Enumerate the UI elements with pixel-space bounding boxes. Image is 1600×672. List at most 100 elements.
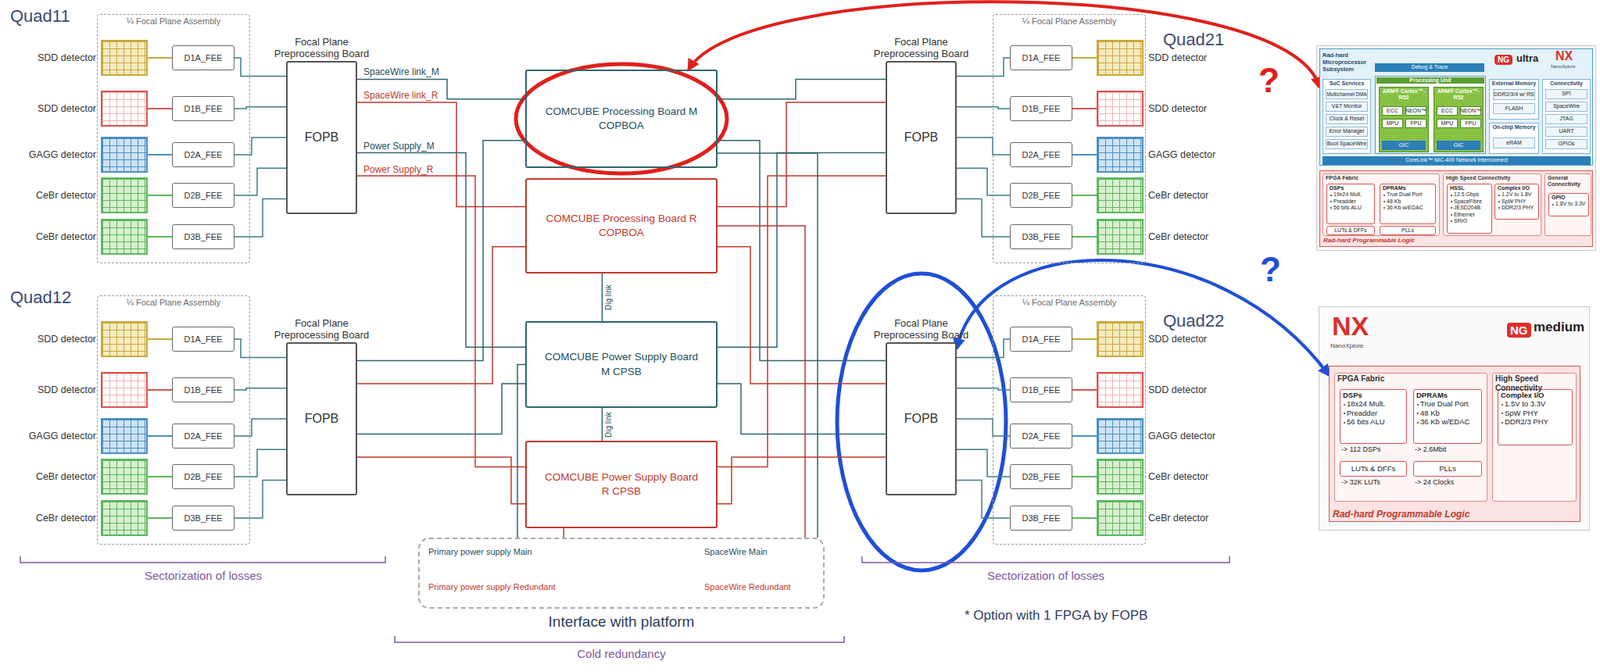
label-text: Power Supply_M: [361, 140, 437, 152]
node-text: ECC: [1386, 107, 1399, 115]
node-text: SDD detector: [37, 333, 97, 345]
fee-box: D1A_FEE: [1009, 45, 1073, 71]
node-text: General Connectivity: [1547, 175, 1589, 189]
cpu-core: ARM® Cortex™-R52ECC NEON™MPU FPU GIC: [1378, 86, 1429, 153]
label-text: Cold redundancy: [576, 647, 666, 661]
block-item: ECC: [1436, 106, 1458, 116]
node-text: FOPB: [304, 130, 340, 145]
block-item: SpaceWire: [1545, 101, 1588, 112]
node-text: FPGA Fabric: [1337, 374, 1485, 384]
node-text: ARM® Cortex™-R52: [1379, 88, 1429, 102]
node-text: CeBr detector: [35, 471, 97, 483]
fee-box: D3B_FEE: [1009, 505, 1073, 531]
connector: [1072, 153, 1097, 156]
node-text: 48 Kb: [1382, 198, 1433, 205]
block-panel: Rad-hard Programmable LogicFPGA FabricDS…: [1319, 170, 1593, 247]
node-text: V&T Monitor: [1331, 103, 1363, 110]
node-text: True Dual Port: [1382, 191, 1433, 198]
node-text: CeBr detector: [35, 189, 97, 201]
fee-box: D1A_FEE: [171, 326, 235, 352]
node-text: JTAG: [1559, 115, 1573, 122]
block-item: Complex I/O1.5V to 3.3VSpW PHYDDR2/3 PHY: [1497, 389, 1573, 446]
connector: [1072, 236, 1097, 238]
node-text: Connectivity: [1542, 80, 1590, 87]
node-text: MPU: [1441, 120, 1454, 127]
connector: [717, 102, 886, 208]
connector: [147, 57, 172, 59]
board-box: Focal Plane Preprocessing BoardFOPB: [885, 342, 957, 496]
board-box: Focal Plane Preprocessing BoardFOPB: [286, 342, 358, 496]
block-group: High Speed ConnectivityComplex I/O1.5V t…: [1492, 372, 1577, 502]
label-text: Quad21: [1163, 29, 1225, 51]
node-text: 36 Kb w/EDAC: [1416, 417, 1479, 426]
detector-icon: GAGG detector: [100, 136, 148, 173]
bus-bar: Debug & Trace: [1374, 63, 1485, 72]
label-text: Sectorization of losses: [987, 569, 1105, 583]
node-text: SpW PHY: [1500, 408, 1570, 418]
node-text: 56 bits ALU: [1342, 417, 1404, 426]
connector: [234, 57, 287, 77]
node-text: FPU: [1410, 120, 1422, 127]
node-text: Error Manager: [1328, 128, 1364, 135]
node-text: D1B_FEE: [184, 103, 223, 114]
label-text: SpaceWire Redundant: [704, 582, 792, 592]
detector-icon: SDD detector: [100, 39, 148, 76]
node-text: D1A_FEE: [184, 53, 223, 63]
node-text: Boot SpaceWire: [1327, 140, 1368, 147]
fee-box: D3B_FEE: [1009, 224, 1073, 250]
node-text: FOPB: [904, 130, 939, 145]
node-text: D2B_FEE: [184, 472, 223, 482]
connector: [717, 457, 886, 505]
node-text: GIC: [1399, 142, 1409, 149]
block-item: NEON™: [1405, 106, 1427, 116]
detector-icon: CeBr detector: [100, 458, 148, 495]
node-text: GAGG detector: [1148, 149, 1216, 161]
label-text: Sectorization of losses: [144, 569, 262, 583]
label-text: ?: [1258, 60, 1280, 101]
node-text: ECC: [1441, 107, 1454, 115]
node-text: SDD detector: [1148, 103, 1207, 115]
fee-box: D2A_FEE: [1009, 142, 1073, 168]
node-text: LUTs & DFFs: [1351, 464, 1396, 473]
node-text: D1B_FEE: [1022, 103, 1061, 114]
node-text: 36 Kb w/EDAC: [1382, 204, 1433, 212]
board-box: COMCUBE Processing Board R COPBOA: [525, 178, 718, 274]
node-text: D3B_FEE: [1022, 232, 1061, 242]
node-text: LUTs & DFFs: [1334, 227, 1368, 234]
block-group: High Speed ConnectivityHSSL12.5 GbpsSpac…: [1442, 173, 1542, 237]
detector-icon: CeBr detector: [1096, 458, 1144, 495]
node-text: On-chip Memory: [1489, 124, 1539, 131]
node-text: High Speed Connectivity: [1446, 175, 1539, 182]
label-text: SpaceWire link_M: [361, 66, 441, 78]
label-text: medium: [1533, 319, 1585, 336]
block-item: PLLs: [1379, 225, 1436, 236]
block-item: PLLs: [1413, 461, 1482, 477]
connector: [956, 339, 1010, 358]
node-text: CoreLink™ NIC-400 Network Interconnect: [1405, 157, 1508, 164]
node-text: COMCUBE Power Supply Board R CPSB: [541, 470, 702, 499]
node-text: NEON™: [1405, 107, 1427, 115]
connector: [147, 107, 172, 110]
node-text: JESD204B: [1449, 204, 1490, 212]
node-text: HSSL: [1449, 185, 1490, 192]
block-item: DPRAMsTrue Dual Port48 Kb36 Kb w/EDAC: [1413, 389, 1482, 444]
detector-icon: SDD detector: [1096, 39, 1144, 76]
connector: [717, 153, 886, 348]
node-text: Interface with platform: [419, 613, 824, 631]
connector: [956, 137, 1010, 155]
node-text: D2A_FEE: [184, 150, 223, 160]
connector: [956, 198, 1010, 237]
board-box: COMCUBE Power Supply Board M CPSB: [525, 321, 718, 409]
connector: [956, 479, 1010, 519]
node-text: D2A_FEE: [184, 431, 223, 441]
detector-icon: SDD detector: [1096, 90, 1144, 127]
bus-bar: GIC: [1436, 140, 1481, 151]
block-item: MPU: [1381, 118, 1404, 129]
node-text: D3B_FEE: [1022, 513, 1061, 523]
node-text: Focal Plane Preprocessing Board: [263, 35, 381, 61]
connector: [562, 528, 565, 538]
connector: [357, 153, 526, 348]
node-text: Complex I/O: [1500, 390, 1570, 400]
node-text: D1A_FEE: [184, 334, 223, 344]
node-text: Focal Plane Preprocessing Board: [263, 317, 381, 342]
